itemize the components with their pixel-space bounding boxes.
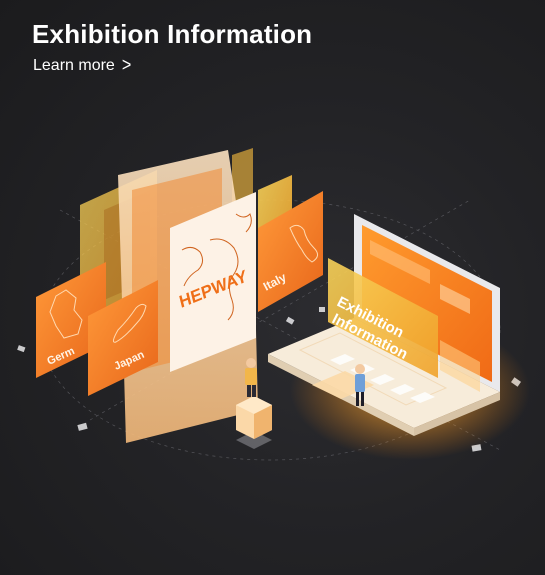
page-title: Exhibition Information [32, 19, 313, 49]
italy-card: Italy [258, 191, 323, 312]
learn-more-label: Learn more [33, 57, 115, 74]
pedestal-stack [236, 396, 272, 449]
chevron-right-icon: > [121, 55, 132, 76]
laptop-device [268, 214, 500, 436]
person-on-pedestal [245, 358, 257, 397]
person-on-laptop [355, 364, 365, 406]
brand-card: HEPWAY [170, 192, 256, 372]
japan-card: Japan [88, 280, 158, 396]
learn-more-link[interactable]: Learn more > [33, 55, 132, 76]
